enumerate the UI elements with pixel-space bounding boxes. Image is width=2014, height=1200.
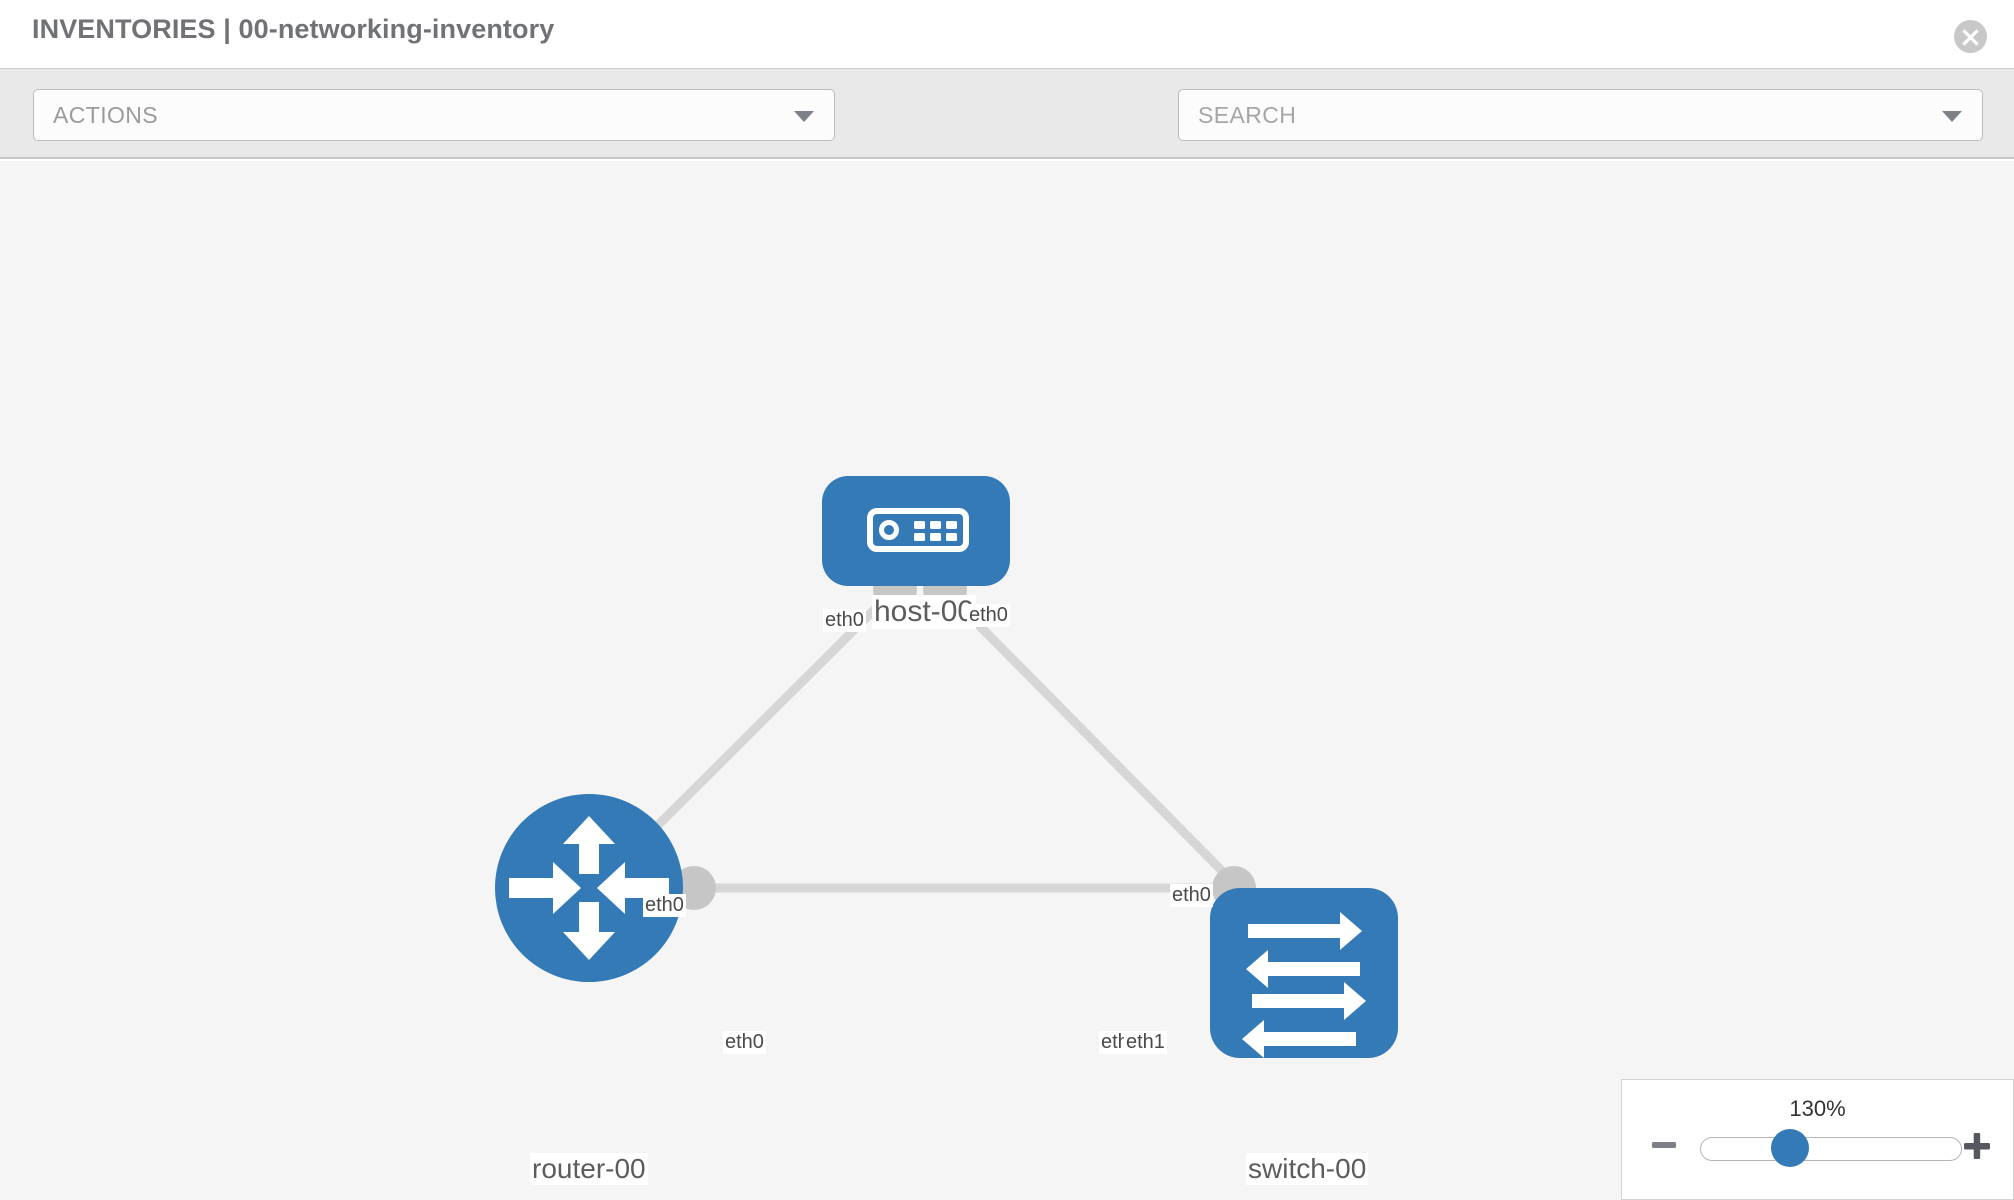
topology-canvas[interactable]: host-00 router-00 switch-00 eth0 eth0 et… [0, 161, 2014, 1200]
node-label-router-00: router-00 [530, 1153, 648, 1185]
toolbar: ACTIONS SEARCH [0, 68, 2014, 201]
port-label-switch-left-a: eth [1099, 1031, 1131, 1054]
node-label-switch-00: switch-00 [1246, 1153, 1369, 1185]
node-host-00[interactable] [822, 476, 1010, 586]
search-placeholder: SEARCH [1198, 102, 1297, 128]
zoom-level-value: 130% [1789, 1096, 1846, 1121]
node-router-00[interactable] [495, 794, 683, 982]
zoom-slider-thumb[interactable] [1771, 1129, 1809, 1167]
port-label-host-right: eth0 [967, 604, 1010, 627]
minus-icon[interactable] [1651, 1132, 1677, 1158]
link-layer [592, 592, 1242, 893]
node-label-host-00: host-00 [872, 595, 977, 629]
port-label-switch-left-b: eth1 [1124, 1031, 1167, 1054]
search-input[interactable]: SEARCH [1178, 89, 1983, 141]
link-host-switch [946, 592, 1242, 891]
actions-dropdown[interactable]: ACTIONS [33, 89, 835, 141]
actions-dropdown-label: ACTIONS [53, 102, 159, 128]
topology-graph [495, 476, 1398, 1058]
zoom-control: 130% [1621, 1079, 2014, 1200]
plus-icon[interactable] [1963, 1132, 1991, 1160]
port-label-router-up: eth0 [643, 894, 686, 917]
node-switch-00[interactable] [1210, 888, 1398, 1058]
page-header: INVENTORIES | 00-networking-inventory [0, 0, 2014, 68]
port-label-switch-up: eth0 [1170, 884, 1213, 907]
port-label-router-right: eth0 [723, 1031, 766, 1054]
close-icon[interactable] [1954, 20, 1987, 53]
chevron-down-icon [794, 111, 814, 122]
page-title: INVENTORIES | 00-networking-inventory [32, 14, 555, 44]
chevron-down-icon[interactable] [1942, 111, 1962, 122]
zoom-slider[interactable] [1700, 1137, 1962, 1161]
port-label-host-left: eth0 [823, 609, 866, 632]
